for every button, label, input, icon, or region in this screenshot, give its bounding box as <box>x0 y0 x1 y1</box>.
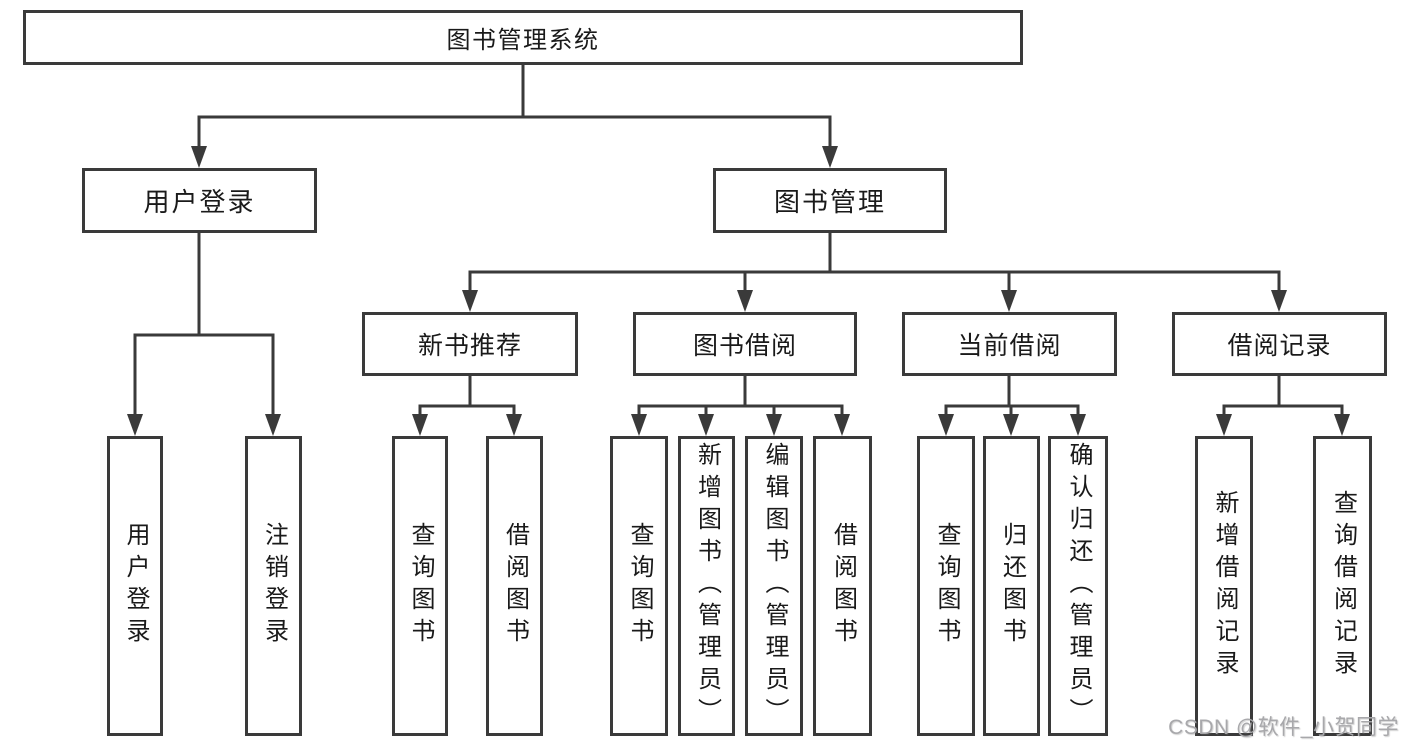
arrowhead <box>737 290 753 312</box>
arrowhead <box>462 290 478 312</box>
connector-borrow-records <box>1216 376 1350 436</box>
node-leaf-cur-return: 归还图书 <box>983 436 1040 736</box>
node-leaf-record-add: 新增借阅记录 <box>1195 436 1253 736</box>
arrowhead <box>822 146 838 168</box>
connector-user-login <box>127 233 281 436</box>
node-leaf-rec-query: 查询图书 <box>392 436 448 736</box>
arrowhead <box>127 414 143 436</box>
connector-root <box>191 65 838 168</box>
arrowhead <box>265 414 281 436</box>
node-book-borrow: 图书借阅 <box>633 312 857 376</box>
node-leaf-cur-confirm: 确认归还（管理员） <box>1048 436 1108 736</box>
node-book-mgmt: 图书管理 <box>713 168 947 233</box>
node-leaf-bor-borrow: 借阅图书 <box>813 436 872 736</box>
node-current-borrow: 当前借阅 <box>902 312 1117 376</box>
arrowhead <box>698 414 714 436</box>
arrowhead <box>1334 414 1350 436</box>
arrowhead <box>1070 414 1086 436</box>
arrowhead <box>631 414 647 436</box>
arrowhead <box>1216 414 1232 436</box>
node-leaf-bor-query: 查询图书 <box>610 436 668 736</box>
node-leaf-record-query: 查询借阅记录 <box>1313 436 1372 736</box>
node-root: 图书管理系统 <box>23 10 1023 65</box>
node-leaf-rec-borrow: 借阅图书 <box>486 436 543 736</box>
arrowhead <box>938 414 954 436</box>
connector-book-borrow <box>631 376 850 436</box>
arrowhead <box>1271 290 1287 312</box>
arrowhead <box>834 414 850 436</box>
arrowhead <box>191 146 207 168</box>
arrowhead <box>1001 290 1017 312</box>
node-leaf-bor-edit: 编辑图书（管理员） <box>745 436 803 736</box>
arrowhead <box>506 414 522 436</box>
arrowhead <box>766 414 782 436</box>
node-leaf-logout: 注销登录 <box>245 436 302 736</box>
connector-current-borrow <box>938 376 1086 436</box>
watermark-text: CSDN @软件_小贺同学 <box>1168 716 1399 739</box>
connector-new-book-rec <box>412 376 522 436</box>
arrowhead <box>412 414 428 436</box>
node-borrow-records: 借阅记录 <box>1172 312 1387 376</box>
arrowhead <box>1003 414 1019 436</box>
node-leaf-cur-query: 查询图书 <box>917 436 975 736</box>
node-new-book-rec: 新书推荐 <box>362 312 578 376</box>
connector-book-mgmt <box>462 233 1287 312</box>
node-user-login: 用户登录 <box>82 168 317 233</box>
node-leaf-bor-add: 新增图书（管理员） <box>678 436 735 736</box>
node-leaf-user-login: 用户登录 <box>107 436 163 736</box>
